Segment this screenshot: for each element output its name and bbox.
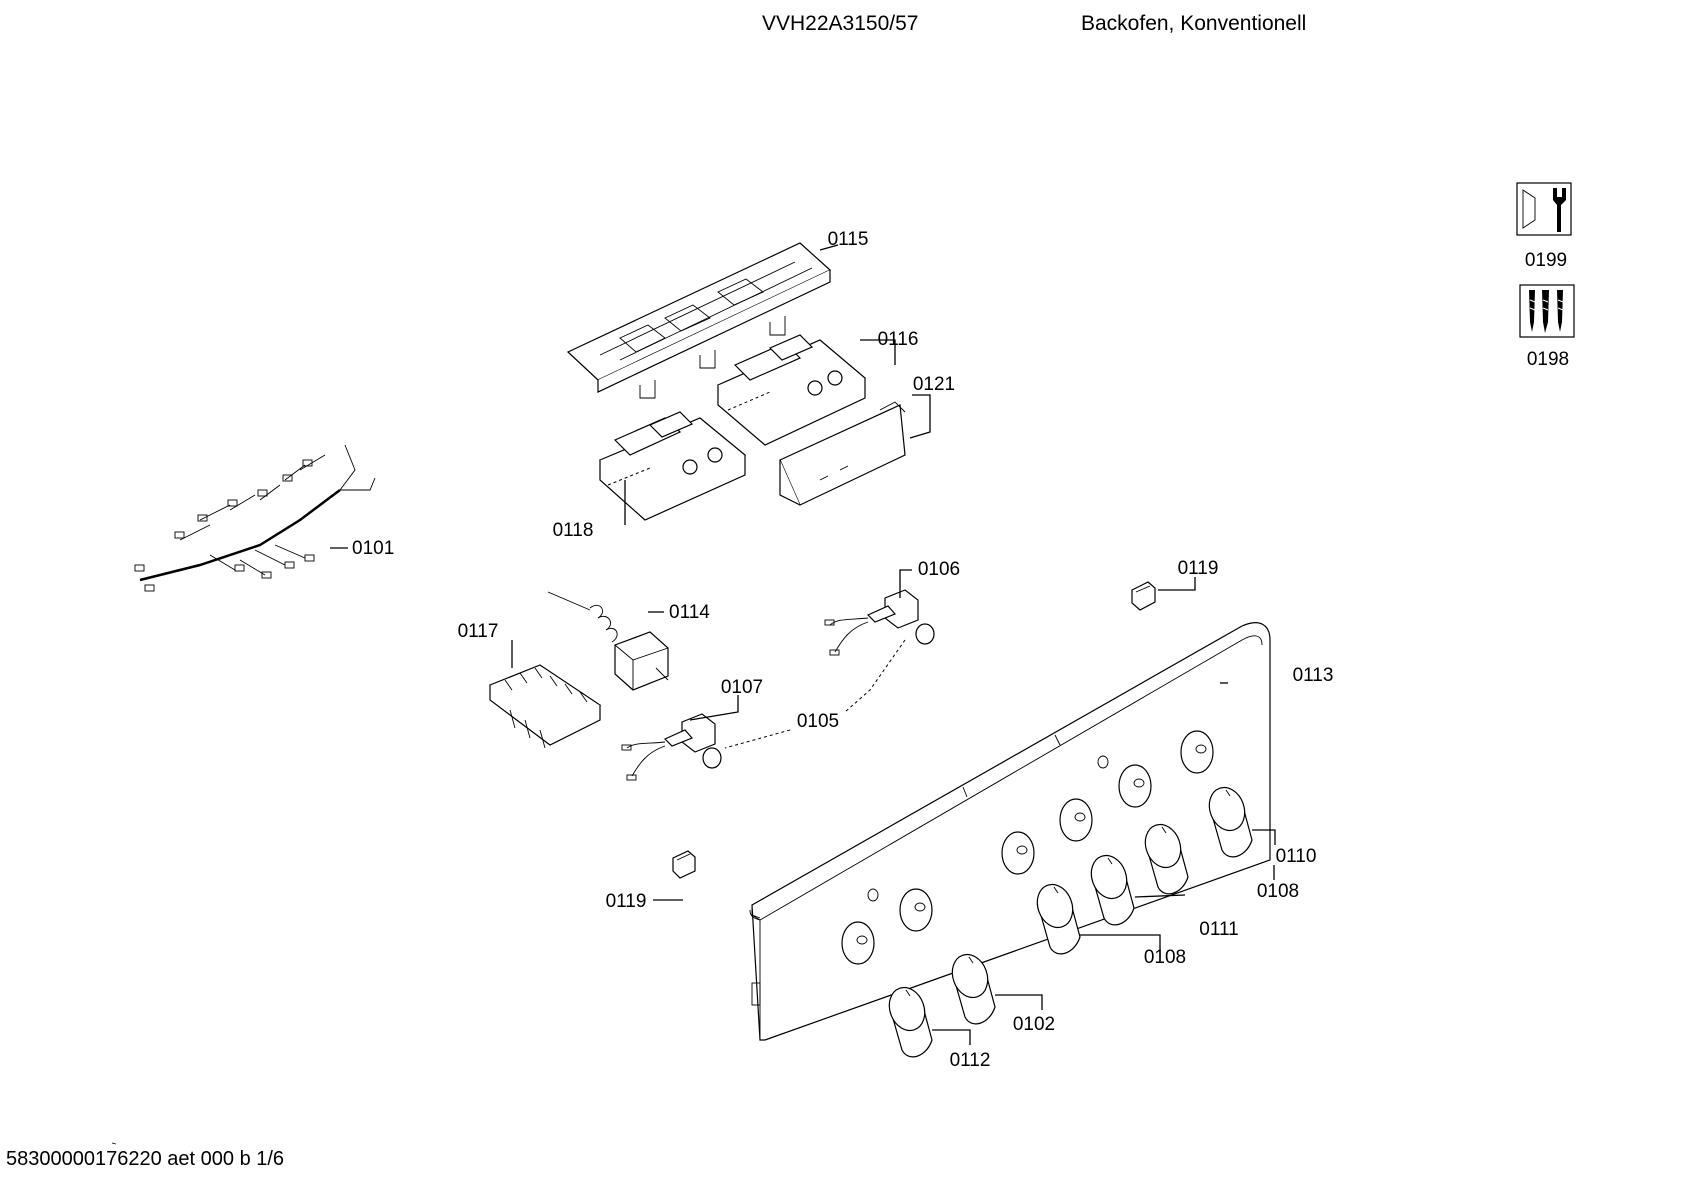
model-number: VVH22A3150/57 [762,12,919,35]
product-description: Backofen, Konventionell [1081,12,1307,35]
part-label-0119-bottom: 0119 [606,891,647,912]
thermostat-0114 [547,591,669,691]
knob-0111 [1090,854,1135,926]
part-label-0107: 0107 [721,677,763,698]
knob-0112 [888,986,933,1058]
terminal-block-0117 [488,664,602,749]
part-label-0111: 0111 [1199,919,1238,940]
switch-0106 [824,589,935,656]
part-label-0114: 0114 [669,602,710,623]
wiring-harness-0101 [134,444,376,592]
part-label-0112: 0112 [950,1050,991,1071]
part-label-0121: 0121 [913,374,955,395]
switch-frame-0115 [566,242,832,399]
part-label-0118: 0118 [553,520,594,541]
housing-box-0121 [779,401,906,506]
part-label-0198: 0198 [1527,349,1569,370]
part-label-0110: 0110 [1276,846,1317,867]
part-label-0116: 0116 [878,329,919,350]
knob-0108-right [1144,823,1189,895]
part-label-0113: 0113 [1293,665,1334,686]
part-label-0108-right: 0108 [1257,881,1299,902]
part-label-0101: 0101 [352,538,394,559]
screws-icon [1519,284,1575,338]
knob-0102 [951,953,996,1025]
document-code: 58300000176220 aet 000 b 1/6 [6,1148,285,1170]
part-label-0105: 0105 [797,711,839,732]
switch-block-0118 [598,411,747,521]
part-label-0119-top: 0119 [1178,558,1219,579]
clip-0119-top [1131,581,1156,611]
switch-0107 [621,713,722,781]
part-label-0117: 0117 [458,621,499,642]
part-label-0102: 0102 [1013,1014,1055,1035]
control-panel-0113 [749,622,1271,1041]
knob-0108-left [1036,883,1081,955]
service-wrench-icon [1516,182,1572,236]
knob-0110 [1208,786,1253,858]
panel-openings [841,730,1214,965]
part-label-0115: 0115 [828,229,869,250]
switch-block-0116 [716,334,867,446]
clip-0119-bottom [672,850,696,879]
part-label-0108-left: 0108 [1144,947,1186,968]
part-label-0199: 0199 [1525,250,1567,271]
part-label-0106: 0106 [918,559,960,580]
